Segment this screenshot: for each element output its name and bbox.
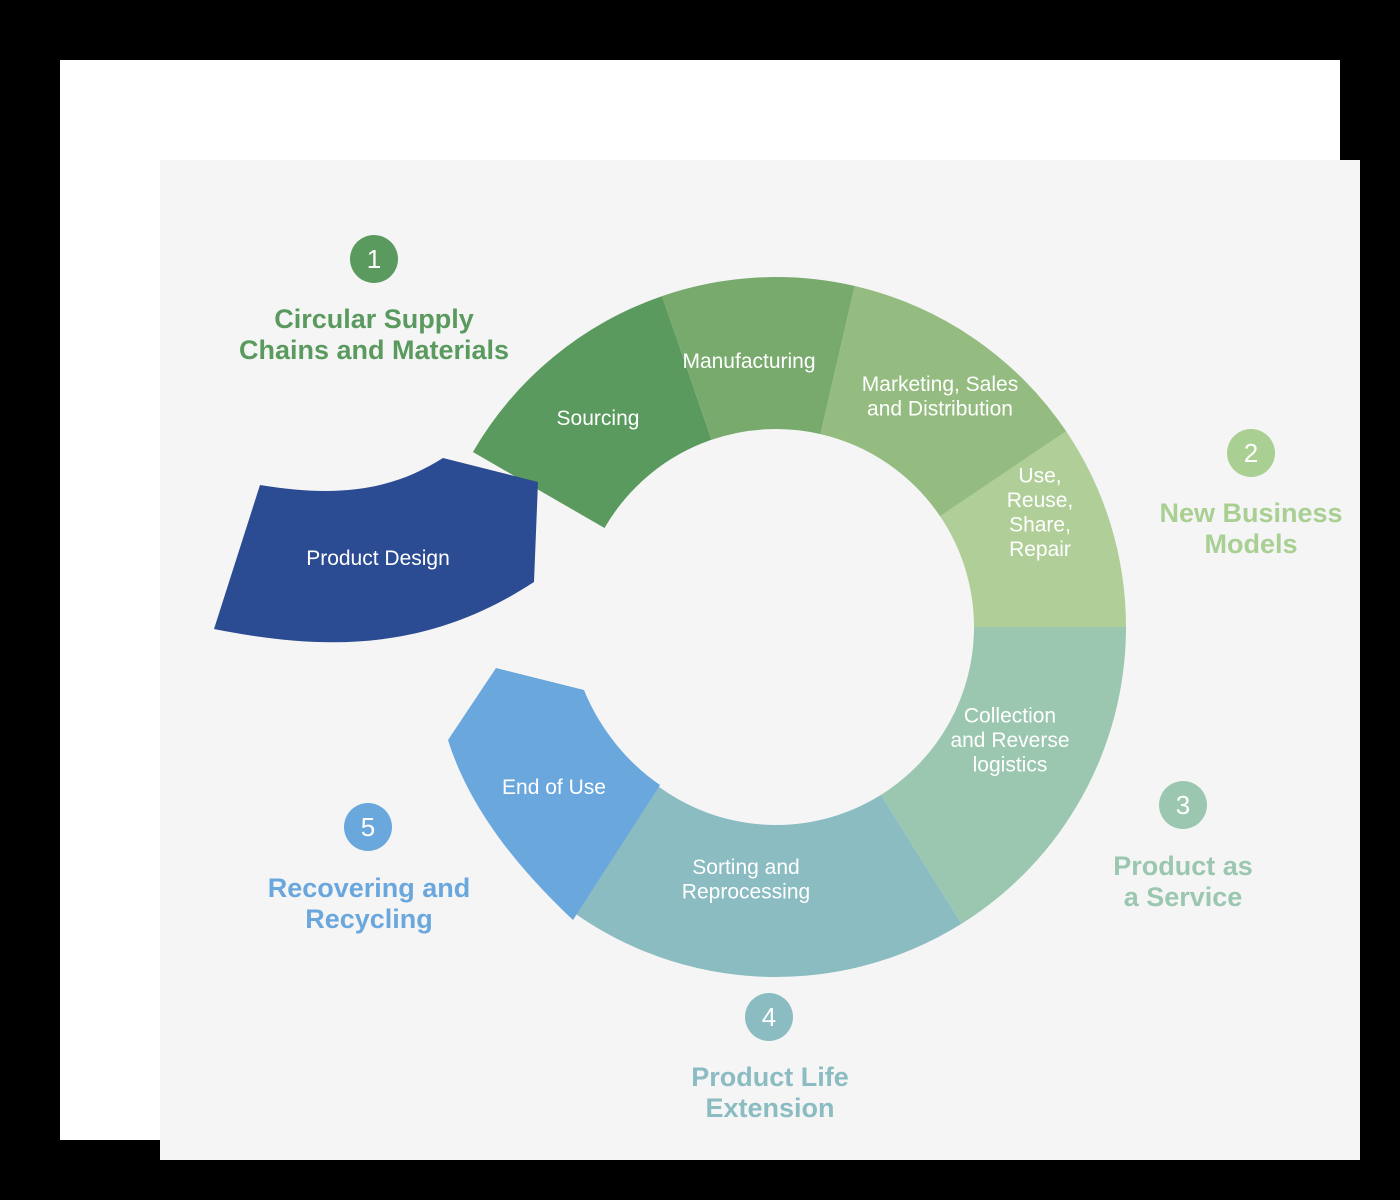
group-title-line: Recycling — [305, 904, 433, 934]
segment-label-manufacturing: Manufacturing — [682, 350, 815, 373]
group-title-line: Product as — [1113, 851, 1253, 881]
segment-label-end-of-use: End of Use — [502, 776, 606, 799]
segment-label-line: and Distribution — [867, 397, 1013, 420]
segment-label-line: logistics — [973, 754, 1048, 777]
group-title-line: Models — [1204, 529, 1297, 559]
segment-collection — [880, 627, 1126, 924]
group-number: 4 — [762, 1002, 776, 1032]
segment-label-line: Marketing, Sales — [862, 373, 1018, 396]
group-title-line: New Business — [1159, 498, 1342, 528]
segment-end-of-use — [448, 668, 660, 920]
segment-label-sourcing: Sourcing — [557, 407, 640, 430]
group-number-badge — [1227, 429, 1275, 477]
group-title-line: Chains and Materials — [239, 335, 509, 365]
segment-label-line: Share, — [1009, 513, 1071, 536]
segment-label-line: and Reverse — [950, 729, 1069, 752]
group-title-line: Product Life — [691, 1062, 849, 1092]
group-number-badge — [350, 235, 398, 283]
group-number-badge — [745, 993, 793, 1041]
segment-label-line: Sorting and — [692, 856, 799, 879]
segment-layer — [214, 277, 1126, 978]
segment-use — [940, 431, 1126, 627]
group-title-line: Extension — [705, 1093, 834, 1123]
group-number-badge — [1159, 781, 1207, 829]
group-number: 3 — [1176, 790, 1190, 820]
group-title-line: Recovering and — [268, 873, 471, 903]
segment-label-use: Use,Reuse,Share,Repair — [1007, 464, 1074, 561]
segment-marketing — [820, 286, 1067, 517]
segment-label-line: Sourcing — [557, 407, 640, 430]
segment-label-product-design: Product Design — [306, 547, 450, 570]
group-number: 1 — [367, 244, 381, 274]
group-number: 2 — [1244, 438, 1258, 468]
group-title-line: Circular Supply — [274, 304, 474, 334]
segment-label-line: Use, — [1018, 464, 1061, 487]
segment-manufacturing — [662, 277, 855, 440]
segment-product-design — [214, 458, 538, 643]
segment-label-line: Repair — [1009, 538, 1071, 561]
segment-label-line: Manufacturing — [682, 350, 815, 373]
segment-label-line: Product Design — [306, 547, 450, 570]
segment-sourcing — [472, 296, 712, 528]
segment-label-line: Reprocessing — [682, 880, 810, 903]
segment-label-line: Collection — [964, 705, 1056, 728]
segment-label-line: End of Use — [502, 776, 606, 799]
group-title-line: a Service — [1124, 882, 1243, 912]
group-number-badge — [344, 803, 392, 851]
group-number: 5 — [361, 812, 375, 842]
segment-label-line: Reuse, — [1007, 489, 1074, 512]
segment-sorting — [551, 778, 962, 978]
